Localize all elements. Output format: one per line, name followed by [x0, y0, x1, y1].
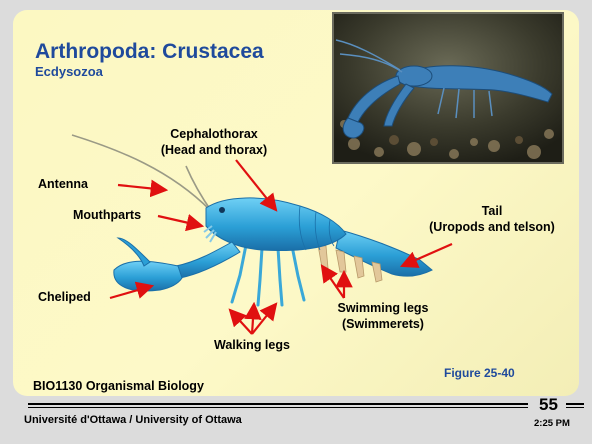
page-number: 55: [539, 395, 558, 415]
timestamp: 2:25 PM: [534, 418, 570, 429]
university-footer: Université d'Ottawa / University of Otta…: [24, 414, 242, 426]
